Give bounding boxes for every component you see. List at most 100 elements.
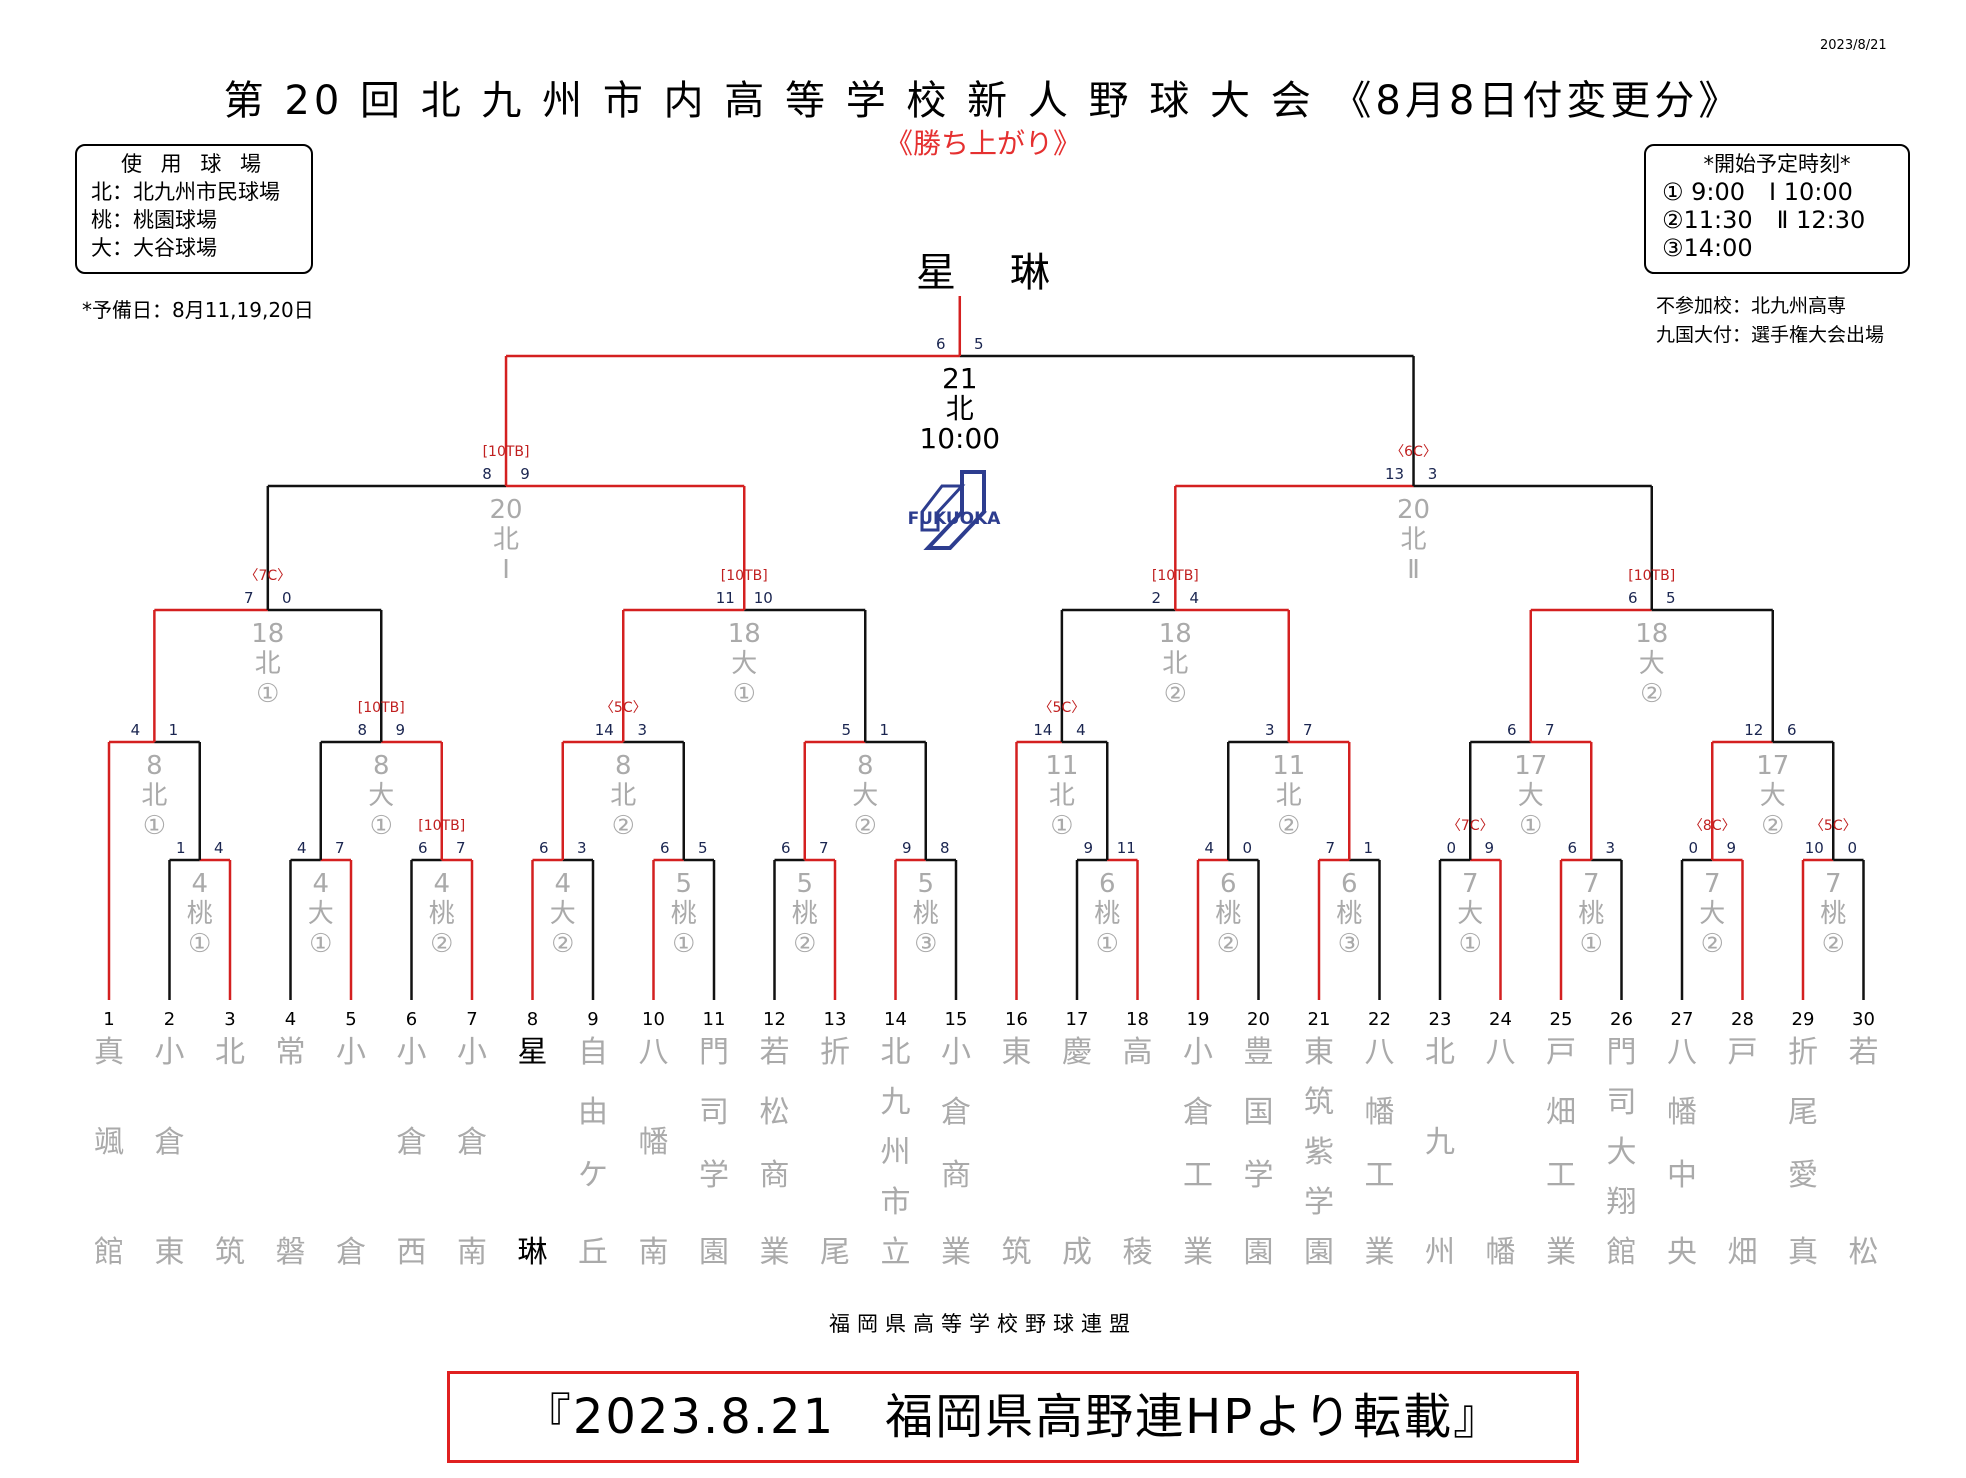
- game-venue: 北: [946, 392, 974, 425]
- game-slot: ①: [733, 679, 756, 709]
- game-slot: ①: [1519, 811, 1542, 841]
- game-slot: ①: [143, 811, 166, 841]
- game-note: 〈5C〉: [1810, 818, 1857, 834]
- team-name-char: 慶: [1062, 1035, 1092, 1070]
- score-right: 9: [395, 721, 405, 739]
- game-slot: ②: [854, 811, 877, 841]
- game-slot: ①: [309, 929, 332, 959]
- team-name-char: 園: [699, 1235, 729, 1270]
- score-right: 0: [282, 589, 292, 607]
- team-name-char: 倉: [457, 1125, 487, 1160]
- page-subtitle: 《勝ち上がり》: [884, 127, 1081, 160]
- team-name-char: 州: [1425, 1235, 1455, 1270]
- score-left: 0: [1446, 839, 1456, 857]
- score-left: 6: [936, 335, 946, 353]
- score-right: 4: [1076, 721, 1086, 739]
- team-name-char: 愛: [1788, 1158, 1818, 1193]
- venue-legend: 使 用 球 場 北：北九州市民球場 桃：桃園球場 大：大谷球場: [75, 144, 313, 274]
- score-right: 7: [1545, 721, 1555, 739]
- game-venue: 大: [1457, 899, 1483, 929]
- team-name-char: 北: [881, 1035, 911, 1070]
- team-name-char: 国: [1244, 1095, 1274, 1130]
- game-number: 18: [1159, 619, 1192, 649]
- game-slot: ②: [1822, 929, 1845, 959]
- score-left: 4: [297, 839, 307, 857]
- team-name: 豊国学園: [1244, 1035, 1274, 1270]
- team-number: 7: [466, 1009, 477, 1030]
- game-slot: Ⅱ: [1407, 555, 1420, 585]
- team-name-char: 若: [1849, 1035, 1879, 1070]
- team-name-char: 颯: [94, 1125, 124, 1160]
- team-name-char: 業: [1183, 1235, 1213, 1270]
- team-number: 1: [103, 1009, 114, 1030]
- game-note: [10TB]: [1628, 568, 1675, 584]
- team-number: 25: [1550, 1009, 1573, 1030]
- game-number: 4: [191, 869, 208, 899]
- game-slot: ②: [1761, 811, 1784, 841]
- team-name: 常磐: [276, 1035, 306, 1270]
- team-number: 28: [1731, 1009, 1754, 1030]
- game-venue: 桃: [1578, 899, 1604, 929]
- score-left: 12: [1744, 721, 1763, 739]
- game-number: 7: [1462, 869, 1479, 899]
- game-number: 21: [942, 362, 978, 395]
- team-name: 東筑: [1002, 1035, 1032, 1270]
- team-number: 30: [1852, 1009, 1875, 1030]
- team-name-char: 園: [1244, 1235, 1274, 1270]
- team-name-char: 小: [155, 1035, 185, 1070]
- team-name-char: 稜: [1123, 1235, 1153, 1270]
- team-name-char: 商: [941, 1158, 971, 1193]
- game-number: 5: [796, 869, 813, 899]
- team-name-char: 州: [881, 1135, 911, 1170]
- team-name-char: 西: [397, 1235, 427, 1270]
- score-left: 10: [1805, 839, 1824, 857]
- score-right: 0: [1242, 839, 1252, 857]
- score-right: 10: [754, 589, 773, 607]
- score-left: 13: [1385, 465, 1404, 483]
- team-number: 2: [164, 1009, 175, 1030]
- team-name: 小倉商業: [941, 1035, 971, 1270]
- team-name-char: 小: [457, 1035, 487, 1070]
- team-name-char: 星: [518, 1035, 548, 1070]
- game-number: 8: [373, 751, 390, 781]
- game-venue: 大: [1639, 649, 1665, 679]
- score-left: 7: [244, 589, 254, 607]
- game-venue: 大: [731, 649, 757, 679]
- team-name-char: 幡: [1667, 1095, 1697, 1130]
- team-name-char: 戸: [1546, 1035, 1576, 1070]
- game-venue: 大: [1518, 781, 1544, 811]
- team-name-char: 八: [1667, 1035, 1697, 1070]
- team-name-char: 工: [1365, 1158, 1395, 1193]
- venue-legend-item: 北：北九州市民球場: [91, 180, 280, 204]
- team-name-char: 九: [1425, 1125, 1455, 1160]
- game-note: [10TB]: [721, 568, 768, 584]
- game-venue: 桃: [1336, 899, 1362, 929]
- game-number: 11: [1272, 751, 1305, 781]
- team-name-char: 真: [94, 1035, 124, 1070]
- score-right: 7: [456, 839, 466, 857]
- team-name-char: 常: [276, 1035, 306, 1070]
- score-left: 4: [1204, 839, 1214, 857]
- repost-note: 『2023.8.21 福岡県高野連HPより転載』: [447, 1371, 1579, 1463]
- score-left: 8: [482, 465, 492, 483]
- team-name: 戸畑: [1728, 1035, 1758, 1270]
- team-name: 慶成: [1062, 1035, 1092, 1270]
- team-name-char: 倉: [155, 1125, 185, 1160]
- team-name: 北筑: [215, 1035, 245, 1270]
- game-number: 6: [1220, 869, 1237, 899]
- game-venue: 大: [1760, 781, 1786, 811]
- game-slot: ①: [188, 929, 211, 959]
- team-name-char: 司: [699, 1095, 729, 1130]
- team-name-char: 館: [94, 1235, 124, 1270]
- team-number: 8: [527, 1009, 538, 1030]
- game-venue: 桃: [792, 899, 818, 929]
- game-slot: ②: [430, 929, 453, 959]
- team-name-char: 翔: [1607, 1185, 1637, 1220]
- team-name-char: 筑: [215, 1235, 245, 1270]
- team-name-char: 折: [820, 1035, 850, 1070]
- team-name-char: 八: [1486, 1035, 1516, 1070]
- score-right: 5: [1666, 589, 1676, 607]
- game-venue: 桃: [429, 899, 455, 929]
- score-right: 7: [335, 839, 345, 857]
